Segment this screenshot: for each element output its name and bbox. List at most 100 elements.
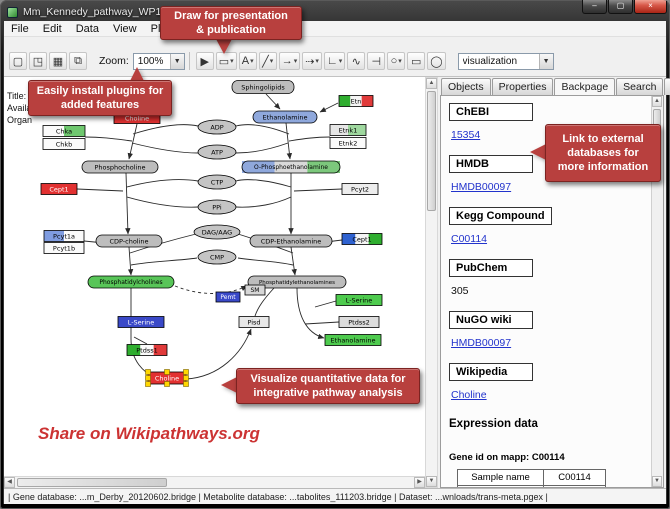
datanode-tool-icon[interactable]: ▭▾ xyxy=(215,52,237,70)
label-tool-icon[interactable]: A▾ xyxy=(238,52,257,70)
selection-tool-icon[interactable]: ▶ xyxy=(195,52,214,70)
pathway-node-phosphatidylethanolamines[interactable]: Phosphatidylethanolamines xyxy=(247,275,347,289)
pathway-node-adp[interactable]: ADP xyxy=(197,119,237,135)
elbow-line-tool-icon[interactable]: ∟▾ xyxy=(323,52,346,70)
pathway-node-chka[interactable]: Chka xyxy=(42,125,86,137)
canvas-vertical-scrollbar[interactable]: ▲ ▼ xyxy=(425,77,438,488)
menu-view[interactable]: View xyxy=(112,22,137,35)
pathway-node-l-serine[interactable]: L-Serine xyxy=(117,316,165,328)
save-file-icon[interactable]: ▦ xyxy=(49,52,67,70)
selection-handle[interactable] xyxy=(164,369,170,375)
canvas-horizontal-scrollbar[interactable]: ◀ ▶ xyxy=(4,476,425,488)
pathway-node-phosphocholine[interactable]: Phosphocholine xyxy=(81,160,159,174)
curve-tool-icon[interactable]: ∿ xyxy=(347,52,366,70)
pathway-node-pcyt2[interactable]: Pcyt2 xyxy=(341,183,379,195)
scroll-left-icon[interactable]: ◀ xyxy=(4,477,15,488)
backpage-value-pubchem: 305 xyxy=(451,285,469,297)
menu-file[interactable]: File xyxy=(11,22,29,35)
svg-text:Ethanolamine: Ethanolamine xyxy=(263,113,308,121)
pathway-node-cdp-choline[interactable]: CDP-choline xyxy=(95,234,163,248)
pathway-node-ptdss2[interactable]: Ptdss2 xyxy=(338,316,380,328)
pathway-node-phosphatidylcholines[interactable]: Phosphatidylcholines xyxy=(87,275,175,289)
pathway-node-atp[interactable]: ATP xyxy=(197,144,237,160)
expression-data-title: Expression data xyxy=(449,418,538,430)
pathway-node-etnk2[interactable]: Etnk2 xyxy=(329,137,367,149)
pathway-node-chkb[interactable]: Chkb xyxy=(42,138,86,150)
pathway-node-sm[interactable]: SM xyxy=(244,284,266,296)
open-file-icon[interactable]: ◳ xyxy=(29,52,47,70)
pathway-node-ethanolamine[interactable]: Ethanolamine xyxy=(252,110,318,124)
hscroll-thumb[interactable] xyxy=(17,478,167,487)
selection-handle[interactable] xyxy=(145,375,151,381)
chevron-down-icon[interactable]: ▼ xyxy=(169,53,184,69)
pathway-node-pcyt1b[interactable]: Pcyt1b xyxy=(43,242,85,254)
bp-scroll-up-icon[interactable]: ▲ xyxy=(652,96,662,107)
tab-search[interactable]: Search xyxy=(616,78,664,95)
backpage-link-wikipedia[interactable]: Choline xyxy=(451,389,487,401)
scroll-down-icon[interactable]: ▼ xyxy=(426,476,437,487)
ellipse-tool-icon[interactable]: ◯ xyxy=(427,52,446,70)
pathway-node-ptdss1[interactable]: Ptdss1 xyxy=(126,344,168,356)
selection-handle[interactable] xyxy=(183,375,189,381)
tab-properties[interactable]: Properties xyxy=(491,78,554,95)
pathway-node-cept1[interactable]: Cept1 xyxy=(341,233,383,245)
backpage-link-nugo-wiki[interactable]: HMDB00097 xyxy=(451,337,512,349)
visualization-select[interactable]: visualization▼ xyxy=(457,52,554,70)
pathway-node-o-phosphoethanolamine[interactable]: O-Phosphoethanolamine xyxy=(241,160,341,174)
rect-tool-icon[interactable]: ▭ xyxy=(407,52,426,70)
pathway-node-ethanolamine[interactable]: Ethanolamine xyxy=(324,334,382,346)
pathway-node-dag-aag[interactable]: DAG/AAG xyxy=(193,224,241,240)
tab-backpage[interactable]: Backpage xyxy=(554,78,616,95)
zoom-select[interactable]: 100% ▼ xyxy=(132,52,185,70)
pathway-node-l-serine[interactable]: L-Serine xyxy=(335,294,383,306)
pathway-node-etn[interactable]: Etn xyxy=(338,95,374,107)
selection-handle[interactable] xyxy=(145,381,151,387)
menu-edit[interactable]: Edit xyxy=(42,22,62,35)
minimize-button[interactable]: – xyxy=(582,0,607,14)
pathway-node-cmp[interactable]: CMP xyxy=(197,249,237,265)
new-file-icon[interactable]: ▢ xyxy=(9,52,27,70)
tbar-tool-icon[interactable]: ⊣ xyxy=(367,52,386,70)
pathway-node-ppi[interactable]: PPi xyxy=(197,199,237,215)
zoom-value: 100% xyxy=(137,55,164,67)
vscroll-thumb[interactable] xyxy=(427,91,436,211)
table-cell: 2.4 xyxy=(543,485,606,487)
pathway-node-choline[interactable]: Choline xyxy=(145,369,189,387)
catalysis-tool-icon[interactable]: ○▾ xyxy=(387,52,406,70)
menu-data[interactable]: Data xyxy=(75,22,99,35)
arrow-tool-icon[interactable]: →▾ xyxy=(278,52,301,70)
svg-text:ATP: ATP xyxy=(211,148,223,156)
selection-handle[interactable] xyxy=(183,381,189,387)
pathway-node-etnk1[interactable]: Etnk1 xyxy=(329,124,367,136)
chevron-down-icon[interactable]: ▼ xyxy=(538,53,553,69)
scroll-right-icon[interactable]: ▶ xyxy=(414,477,425,488)
backpage-link-kegg-compound[interactable]: C00114 xyxy=(451,233,488,245)
table-row: log2FC2.4 xyxy=(457,485,606,487)
tab-legend[interactable]: Legend xyxy=(664,78,670,95)
tab-objects[interactable]: Objects xyxy=(441,78,491,95)
maximize-button[interactable]: ▢ xyxy=(608,0,633,14)
svg-text:ADP: ADP xyxy=(210,123,223,131)
pathway-node-pcyt1a[interactable]: Pcyt1a xyxy=(43,230,85,242)
export-icon[interactable]: ⧉ xyxy=(69,52,87,70)
dashed-arrow-tool-icon[interactable]: ⇢▾ xyxy=(302,52,322,70)
chevron-down-icon: ▾ xyxy=(230,58,234,65)
selection-handle[interactable] xyxy=(183,369,189,375)
svg-text:CDP-Ethanolamine: CDP-Ethanolamine xyxy=(261,237,322,245)
pathway-node-pemt[interactable]: Pemt xyxy=(215,291,241,303)
close-button[interactable]: × xyxy=(634,0,667,14)
selection-handle[interactable] xyxy=(164,381,170,387)
selection-handle[interactable] xyxy=(145,369,151,375)
backpage-link-hmdb[interactable]: HMDB00097 xyxy=(451,181,512,193)
pathway-node-sphingolipids[interactable]: Sphingolipids xyxy=(231,80,295,94)
backpage-link-chebi[interactable]: 15354 xyxy=(451,129,481,141)
pathway-node-ctp[interactable]: CTP xyxy=(197,174,237,190)
line-tool-icon[interactable]: ╱▾ xyxy=(258,52,277,70)
scroll-up-icon[interactable]: ▲ xyxy=(426,78,437,89)
pathway-node-pisd[interactable]: Pisd xyxy=(238,316,270,328)
pathway-node-cept1[interactable]: Cept1 xyxy=(40,183,78,195)
pathway-node-cdp-ethanolamine[interactable]: CDP-Ethanolamine xyxy=(249,234,333,248)
bp-scroll-down-icon[interactable]: ▼ xyxy=(652,476,662,487)
